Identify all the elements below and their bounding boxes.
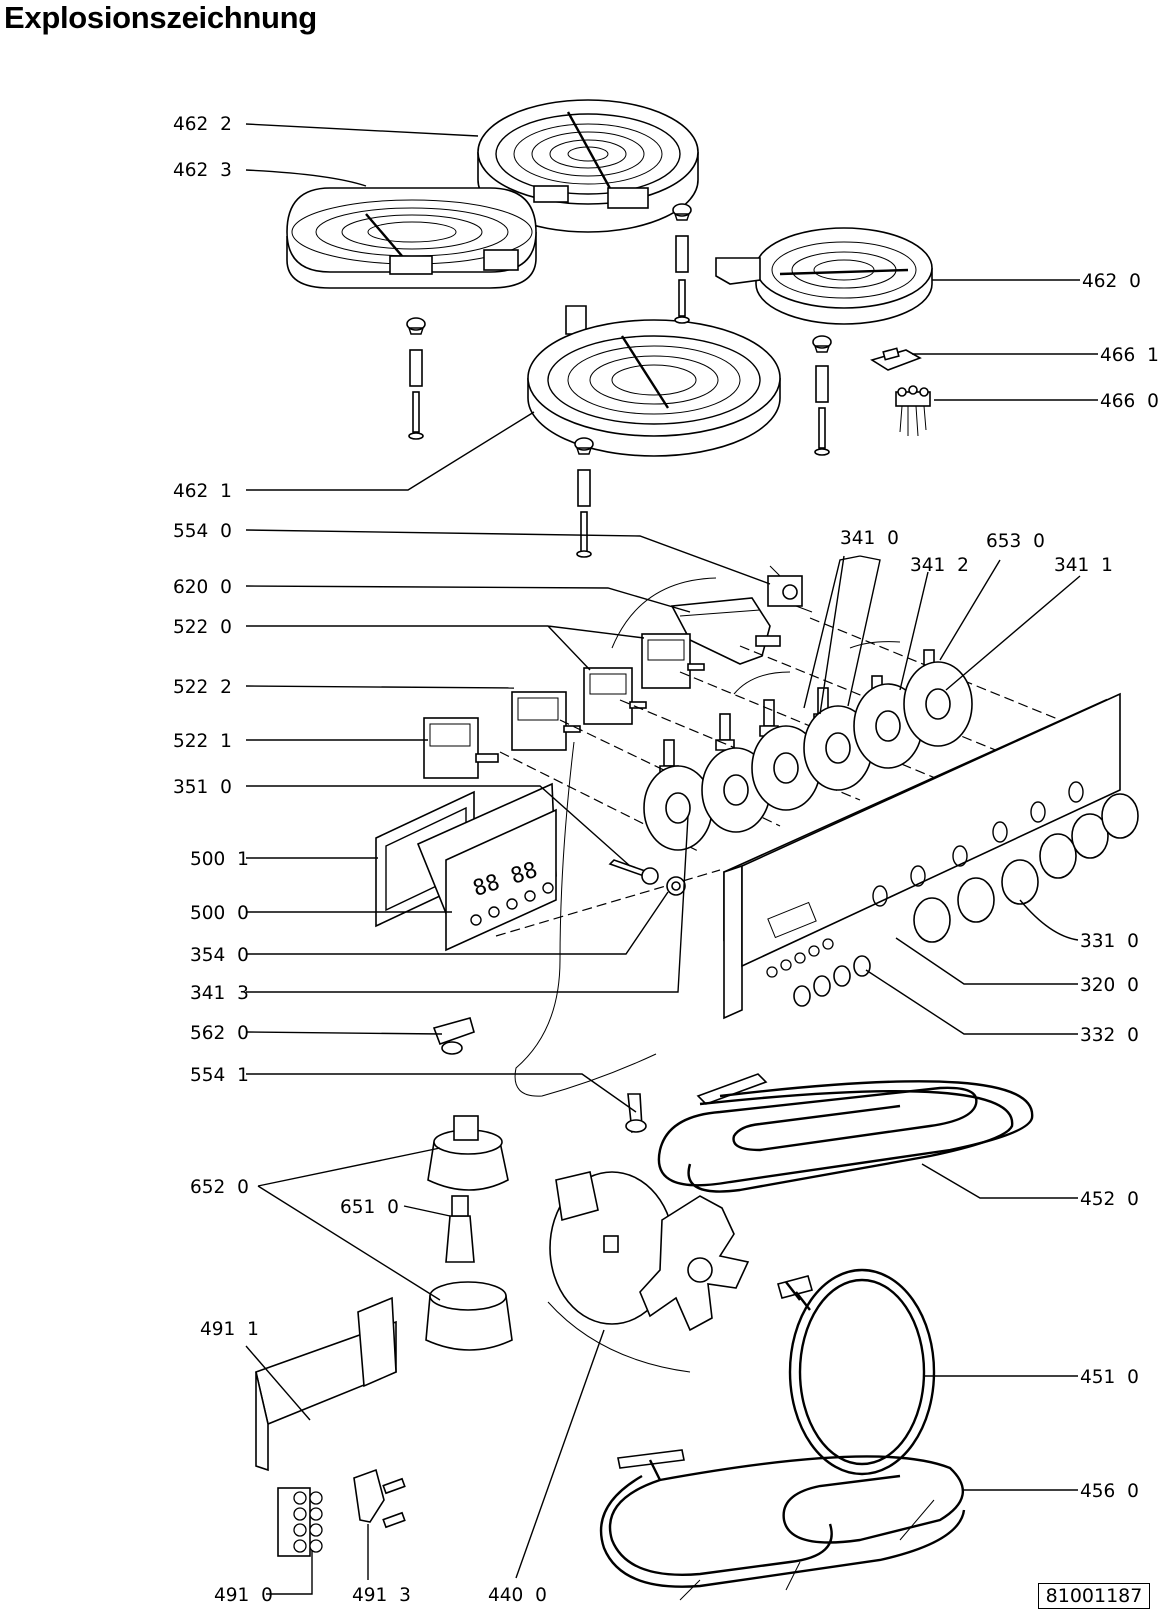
label-320-0: 320 0	[1080, 975, 1139, 996]
leader-lines	[245, 123, 1098, 1595]
label-354-0: 354 0	[190, 945, 249, 966]
hotplate-oval-left	[286, 187, 537, 289]
label-440-0: 440 0	[488, 1585, 547, 1606]
label-452-0: 452 0	[1080, 1189, 1139, 1210]
label-332-0: 332 0	[1080, 1025, 1139, 1046]
sensor-wire	[514, 741, 657, 1134]
control-panel	[723, 692, 1121, 1020]
label-554-0: 554 0	[173, 521, 232, 542]
hotplate-large-front	[527, 305, 781, 457]
grill-element-top	[657, 1073, 1034, 1193]
label-341-3: 341 3	[190, 983, 249, 1004]
label-651-0: 651 0	[340, 1197, 399, 1218]
label-491-3: 491 3	[352, 1585, 411, 1606]
bezel-rings	[643, 661, 973, 851]
circular-element	[777, 1268, 936, 1476]
label-456-0: 456 0	[1080, 1481, 1139, 1502]
clock-timer: 88 88	[375, 782, 557, 952]
fixing-sets	[406, 203, 832, 558]
bottom-element	[599, 1449, 966, 1601]
label-331-0: 331 0	[1080, 931, 1139, 952]
label-451-0: 451 0	[1080, 1367, 1139, 1388]
label-462-1: 462 1	[173, 481, 232, 502]
label-522-0: 522 0	[173, 617, 232, 638]
label-522-2: 522 2	[173, 677, 232, 698]
control-knobs	[793, 793, 1139, 1007]
document-number-box: 81001187	[1038, 1583, 1150, 1609]
fan-motor	[547, 1171, 750, 1373]
label-462-2: 462 2	[173, 114, 232, 135]
label-462-3: 462 3	[173, 160, 232, 181]
oven-lamp	[425, 1115, 513, 1351]
part-labels: 462 2 462 3 462 0 466 1 466 0 462 1 554 …	[173, 114, 1159, 1606]
label-341-0: 341 0	[840, 528, 899, 549]
label-462-0: 462 0	[1082, 271, 1141, 292]
label-351-0: 351 0	[173, 777, 232, 798]
lamp-grommet	[608, 859, 686, 896]
label-522-1: 522 1	[173, 731, 232, 752]
label-341-1: 341 1	[1054, 555, 1113, 576]
terminal-block	[255, 1296, 406, 1557]
label-500-0: 500 0	[190, 903, 249, 924]
label-554-1: 554 1	[190, 1065, 249, 1086]
label-562-0: 562 0	[190, 1023, 249, 1044]
label-341-2: 341 2	[910, 555, 969, 576]
label-500-1: 500 1	[190, 849, 249, 870]
label-466-1: 466 1	[1100, 345, 1159, 366]
switch-components	[423, 565, 939, 779]
label-620-0: 620 0	[173, 577, 232, 598]
diagram-title: Explosionszeichnung	[4, 0, 317, 35]
clip-562	[432, 1017, 475, 1055]
label-466-0: 466 0	[1100, 391, 1159, 412]
label-653-0: 653 0	[986, 531, 1045, 552]
terminal-parts	[870, 347, 931, 437]
label-491-0: 491 0	[214, 1585, 273, 1606]
hotplate-small-right	[715, 227, 933, 325]
label-652-0: 652 0	[190, 1177, 249, 1198]
label-491-1: 491 1	[200, 1319, 259, 1340]
